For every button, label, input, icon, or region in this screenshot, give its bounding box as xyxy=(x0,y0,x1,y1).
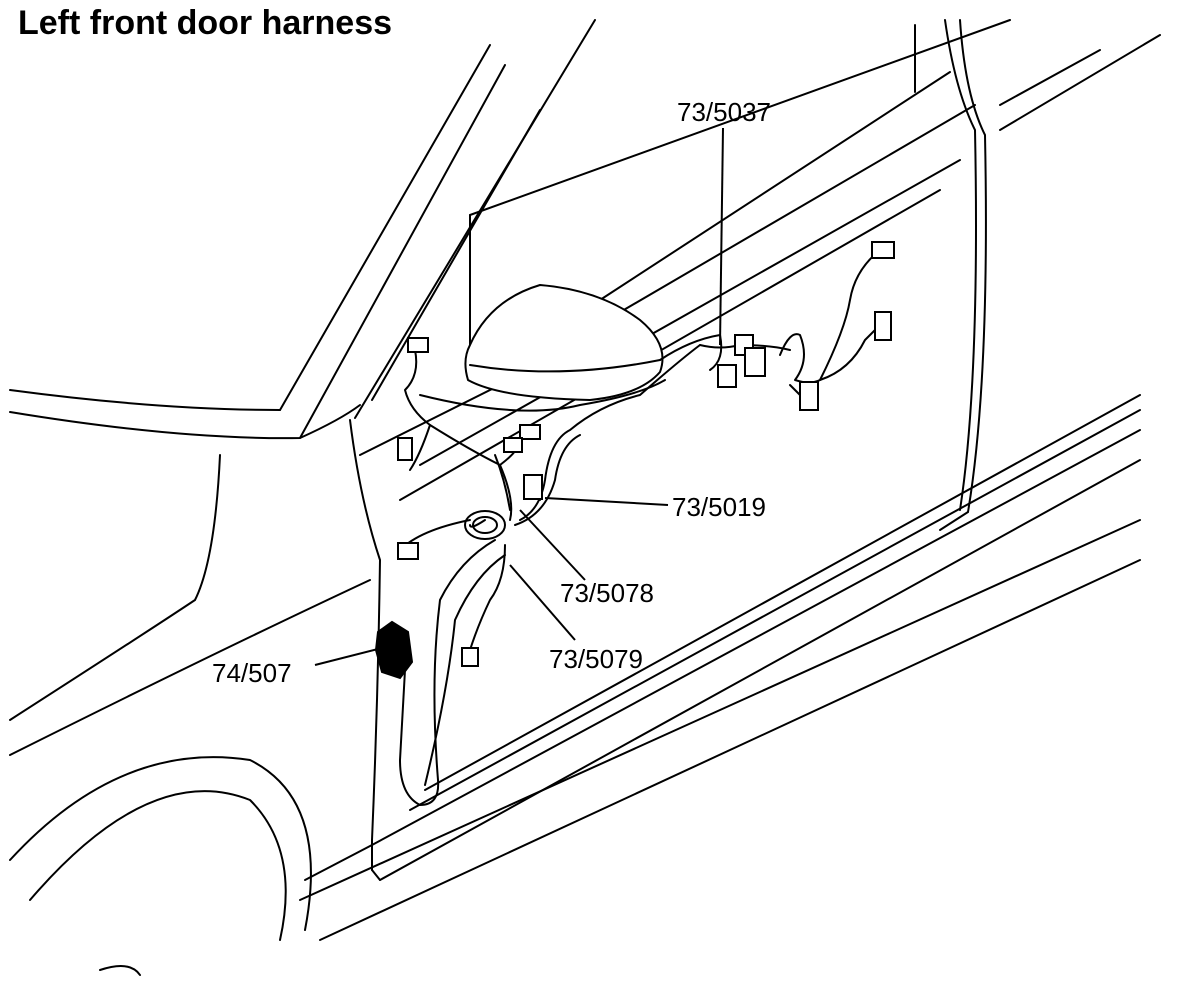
connector-73-5079 xyxy=(461,647,479,667)
connector-inner-upper-2 xyxy=(503,437,523,453)
car-body-outline xyxy=(9,19,1161,976)
callout-labels: 73/5037 73/5019 73/5078 73/5079 74/507 xyxy=(212,97,771,688)
harness-connectors xyxy=(374,241,895,680)
page-title: Left front door harness xyxy=(18,4,393,42)
label-73-5079: 73/5079 xyxy=(549,644,643,674)
connector-pillar-lower xyxy=(397,542,419,560)
connector-pillar-upper xyxy=(397,437,413,461)
label-73-5019: 73/5019 xyxy=(672,492,766,522)
connector-door-lower xyxy=(799,381,819,411)
label-74-507: 74/507 xyxy=(212,658,292,688)
connector-73-5037-c xyxy=(717,364,737,388)
connector-inner-upper xyxy=(519,424,541,440)
label-73-5078: 73/5078 xyxy=(560,578,654,608)
connector-mirror-top xyxy=(407,337,429,353)
connector-73-5019 xyxy=(523,474,543,500)
callout-leaders xyxy=(314,127,724,666)
connector-73-5037-b xyxy=(744,347,766,377)
label-73-5037: 73/5037 xyxy=(677,97,771,127)
control-module-74-507 xyxy=(374,620,414,680)
connector-door-mid xyxy=(874,311,892,341)
side-mirror xyxy=(419,283,666,412)
connector-door-top xyxy=(871,241,895,259)
